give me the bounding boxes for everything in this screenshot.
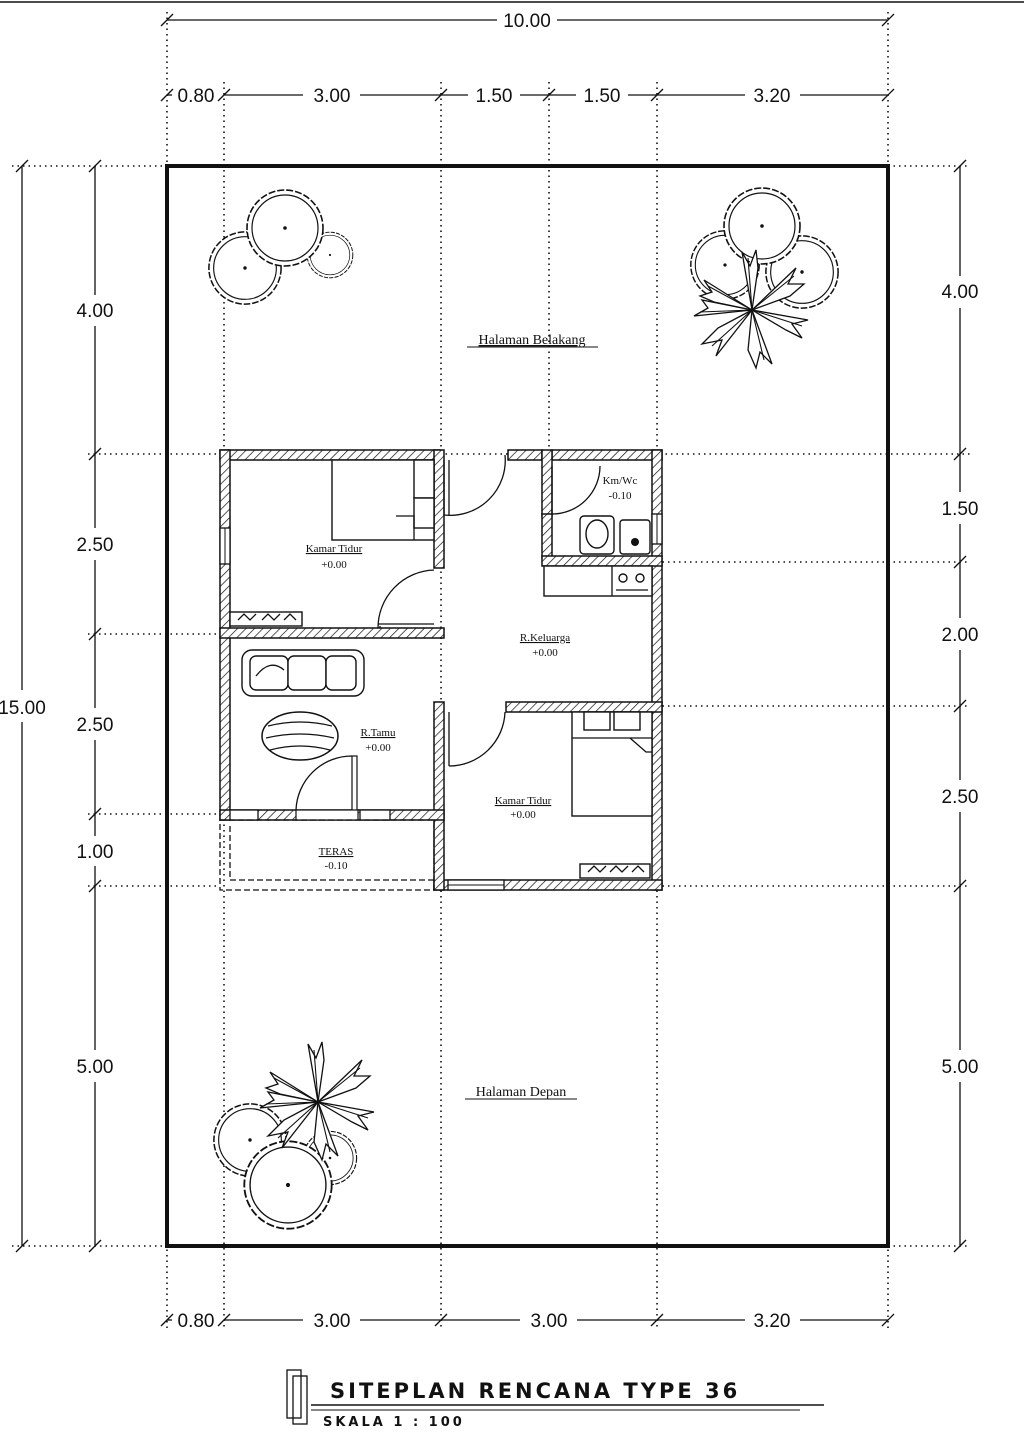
window-icon (359, 809, 391, 821)
tree-icon (243, 1140, 333, 1230)
dim-left-total: 15.00 (0, 698, 46, 719)
dim-left-seg-1: 4.00 (77, 301, 114, 322)
tree-icon (723, 187, 801, 265)
dim-right-seg-5: 5.00 (942, 1057, 979, 1078)
dimension-top-total: 10.00 (160, 11, 895, 32)
room-level-bedroom-2: +0.00 (510, 809, 536, 821)
window-icon (229, 809, 259, 821)
room-level-family: +0.00 (532, 647, 558, 659)
room-name-terrace: TERAS (319, 846, 354, 858)
grid-lines (12, 12, 970, 1330)
terrace-outline (219, 819, 435, 891)
back-yard-label: Halaman Belakang (479, 333, 586, 348)
wardrobe-icon (229, 611, 303, 627)
drawing-scale: SKALA 1 : 100 (323, 1415, 465, 1430)
wardrobe-icon (579, 863, 651, 879)
front-yard-label: Halaman Depan (476, 1085, 567, 1100)
kitchen-counter (543, 565, 653, 597)
dimension-right-segments: 4.00 1.50 2.00 2.50 5.00 (942, 159, 979, 1253)
dim-top-seg-4: 1.50 (584, 86, 621, 107)
room-level-living: +0.00 (365, 742, 391, 754)
tree-group-front-left (213, 1041, 375, 1230)
dimension-left-total: 15.00 (0, 159, 46, 1253)
doors (295, 454, 601, 821)
bathroom-fixtures (579, 515, 651, 555)
dim-bottom-seg-4: 3.20 (754, 1311, 791, 1332)
dim-top-seg-3: 1.50 (476, 86, 513, 107)
windows (219, 513, 663, 891)
room-name-living: R.Tamu (361, 727, 396, 739)
dimension-left-segments: 4.00 2.50 2.50 1.00 5.00 (77, 159, 114, 1253)
dim-left-seg-2: 2.50 (77, 535, 114, 556)
tree-group-back-left (208, 189, 354, 305)
room-name-bedroom-2: Kamar Tidur (495, 795, 552, 807)
dimension-bottom-segments: 0.80 3.00 3.00 3.20 (160, 1311, 895, 1332)
tree-icon (246, 189, 324, 267)
title-block: SITEPLAN RENCANA TYPE 36 SKALA 1 : 100 (286, 1369, 824, 1430)
room-level-bedroom-1: +0.00 (321, 559, 347, 571)
room-name-bathroom: Km/Wc (603, 475, 638, 487)
room-labels: Kamar Tidur +0.00 Km/Wc -0.10 R.Keluarga… (306, 475, 638, 872)
dim-left-seg-3: 2.50 (77, 715, 114, 736)
dimension-top-segments: 0.80 3.00 1.50 1.50 3.20 (160, 86, 895, 107)
door-swing-icon (443, 454, 506, 517)
table-icon (261, 711, 339, 761)
dim-left-seg-4: 1.00 (77, 842, 114, 863)
door-swing-icon (377, 569, 435, 629)
dim-right-seg-4: 2.50 (942, 787, 979, 808)
stove-icon (616, 573, 648, 591)
bed-icon (331, 459, 435, 541)
room-name-family: R.Keluarga (520, 632, 570, 644)
dim-top-seg-1: 0.80 (178, 86, 215, 107)
dim-bottom-seg-2: 3.00 (314, 1311, 351, 1332)
dim-top-seg-5: 3.20 (754, 86, 791, 107)
room-level-terrace: -0.10 (325, 860, 348, 872)
door-swing-icon (448, 711, 506, 767)
door-swing-icon (295, 755, 359, 821)
room-name-bedroom-1: Kamar Tidur (306, 543, 363, 555)
dim-right-seg-2: 1.50 (942, 499, 979, 520)
sofa-icon (241, 649, 365, 697)
dim-right-seg-3: 2.00 (942, 625, 979, 646)
dim-top-seg-2: 3.00 (314, 86, 351, 107)
dim-left-seg-5: 5.00 (77, 1057, 114, 1078)
dim-bottom-seg-3: 3.00 (531, 1311, 568, 1332)
bed-icon (571, 711, 653, 817)
dim-top-total: 10.00 (503, 11, 551, 32)
dim-right-seg-1: 4.00 (942, 282, 979, 303)
drawing-title: SITEPLAN RENCANA TYPE 36 (330, 1379, 740, 1403)
sink-icon (619, 519, 651, 555)
dim-bottom-seg-1: 0.80 (178, 1311, 215, 1332)
site-boundary (165, 164, 890, 1248)
tree-group-back-right (690, 187, 839, 369)
room-level-bathroom: -0.10 (609, 490, 632, 502)
door-swing-icon (551, 465, 601, 515)
